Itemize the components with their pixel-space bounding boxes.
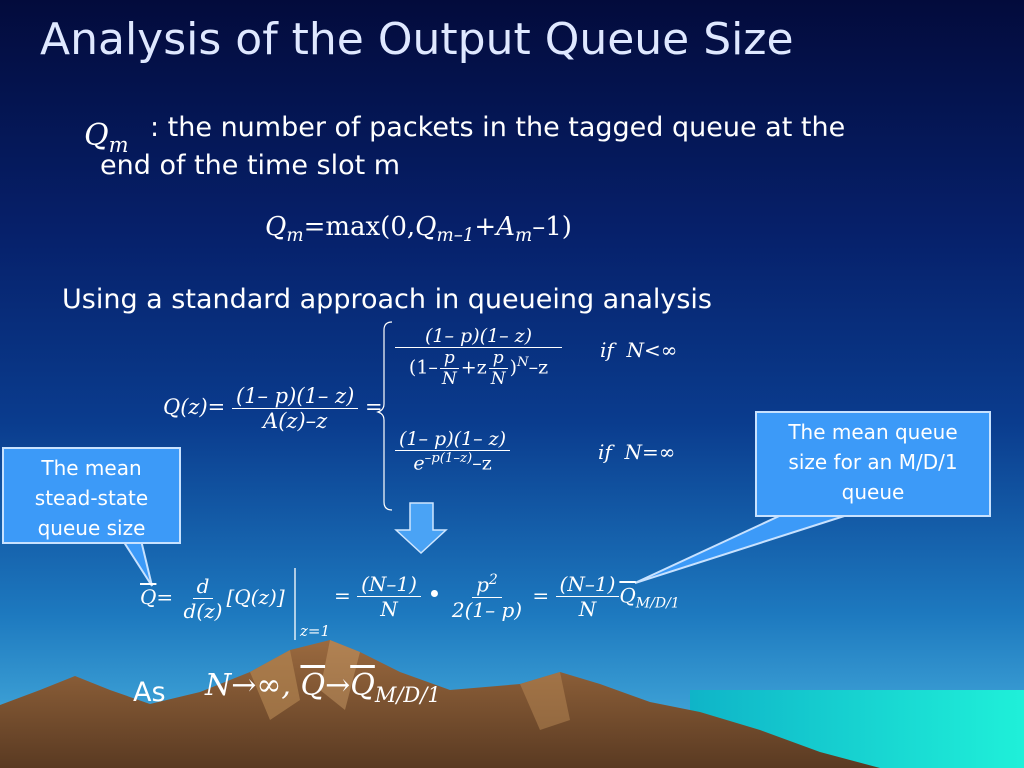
qm-symbol: Qm (84, 118, 129, 157)
down-arrow-icon (394, 502, 448, 555)
method-text: Using a standard approach in queueing an… (62, 284, 713, 315)
as-label: As (133, 677, 166, 708)
left-callout: The mean stead-state queue size (2, 447, 181, 544)
case-2-condition: if N=∞ (598, 440, 676, 464)
definition-line-2: end of the time slot m (100, 150, 401, 181)
left-callout-line: queue size (37, 516, 146, 540)
right-callout-line: size for an M/D/1 (788, 450, 958, 474)
right-callout-line: The mean queue (788, 420, 958, 444)
case-2-fraction: (1– p)(1– z) e–p(1–z)–z (395, 428, 511, 474)
mountains (0, 640, 880, 768)
left-callout-line: The mean (41, 456, 142, 480)
right-callout-line: queue (841, 480, 905, 504)
left-callout-line: stead-state (34, 486, 149, 510)
generating-function-lhs: Q(z)= (1– p)(1– z)A(z)–z = (163, 384, 383, 433)
definition-line-1: : the number of packets in the tagged qu… (150, 112, 846, 143)
evaluation-point: z=1 (300, 622, 331, 640)
right-callout: The mean queue size for an M/D/1 queue (755, 411, 991, 517)
limit-expression: N→∞, Q→QM/D/1 (205, 668, 441, 707)
recurrence-equation: Qm=max(0,Qm–1+Am–1) (265, 212, 572, 247)
case-1-condition: if N<∞ (600, 338, 678, 362)
cases-brace (376, 321, 393, 511)
slide-title: Analysis of the Output Queue Size (40, 14, 794, 65)
